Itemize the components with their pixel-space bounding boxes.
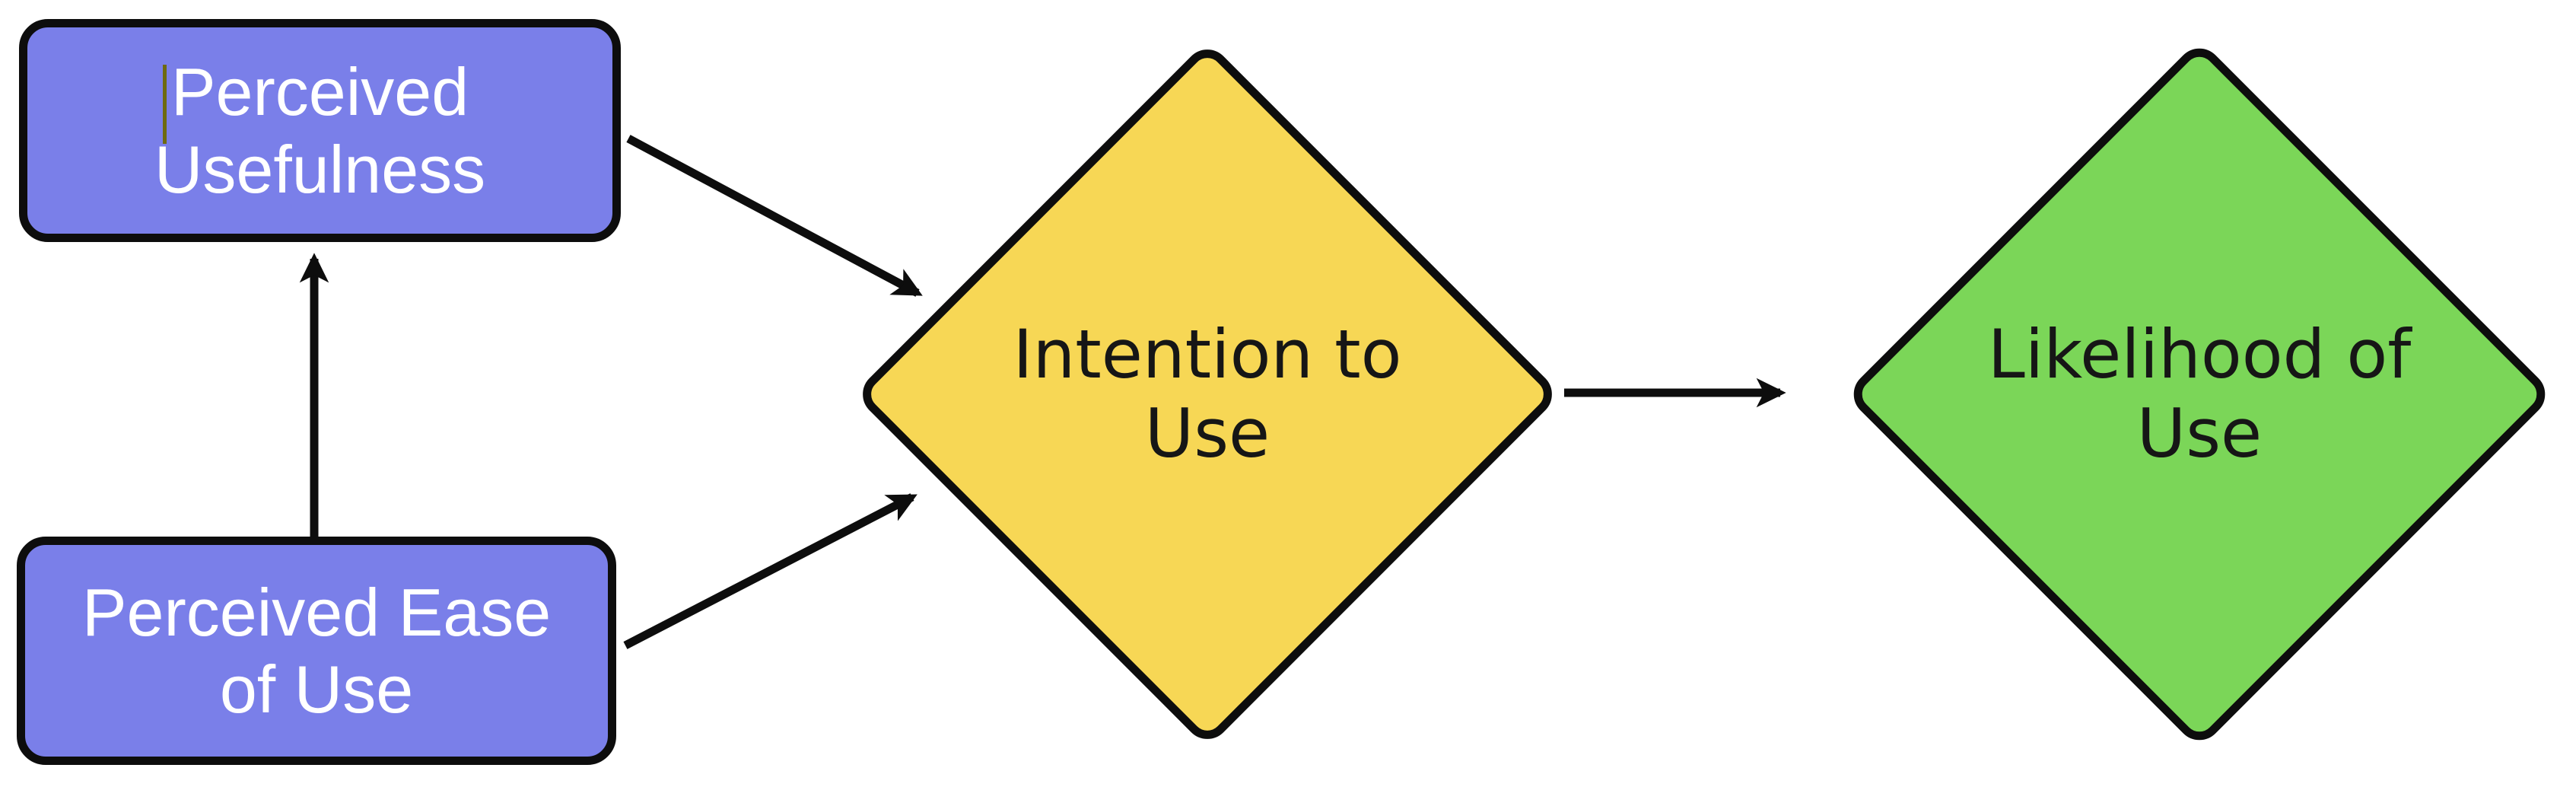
node-perceived-ease-of-use[interactable]: Perceived Ease of Use — [17, 537, 616, 765]
text-cursor — [163, 65, 167, 144]
node-intention-to-use-label: Intention to Use — [1013, 315, 1402, 473]
node-perceived-usefulness-label: Perceived Usefulness — [154, 54, 486, 207]
node-likelihood-of-use-content: Likelihood of Use — [1957, 151, 2442, 637]
edge-ease-to-intention-arrow[interactable] — [623, 493, 918, 649]
node-perceived-usefulness[interactable]: Perceived Usefulness — [19, 19, 621, 242]
node-likelihood-of-use-label: Likelihood of Use — [1987, 315, 2412, 473]
node-intention-to-use-content: Intention to Use — [965, 152, 1449, 636]
edge-usefulness-to-intention-arrow[interactable] — [626, 135, 923, 297]
node-perceived-ease-of-use-label: Perceived Ease of Use — [81, 574, 552, 727]
